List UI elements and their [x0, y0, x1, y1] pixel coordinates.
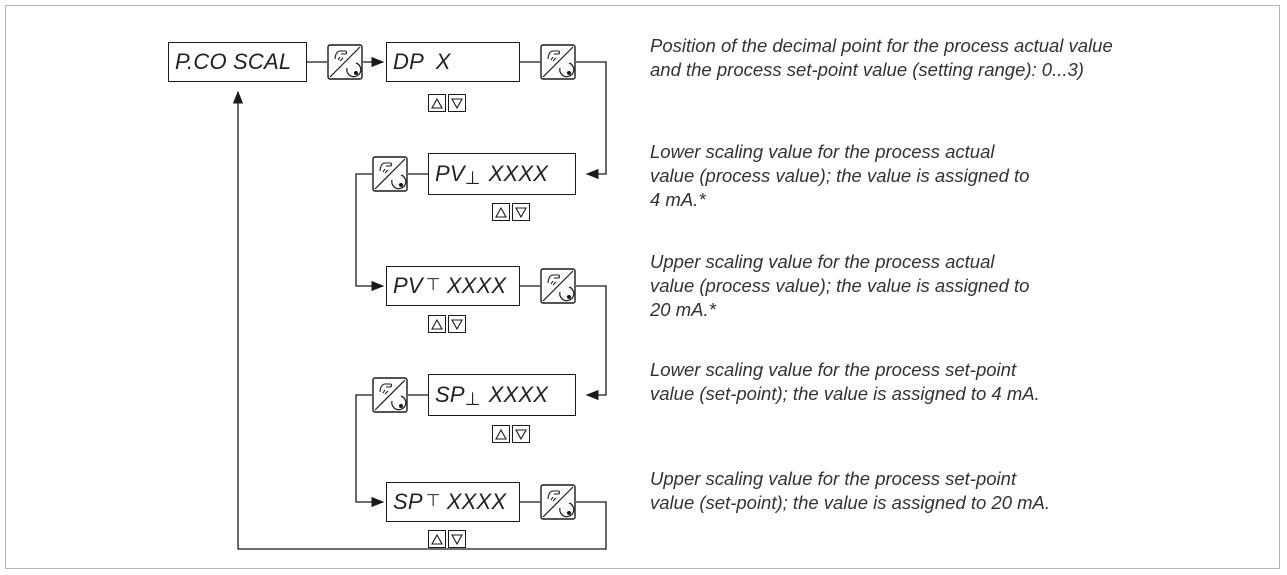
arrow-keys-dp	[428, 94, 468, 114]
description-line: and the process set-point value (setting…	[650, 59, 1084, 80]
description-line: value (process value); the value is assi…	[650, 275, 1030, 296]
high-symbol: ⊤	[425, 491, 441, 510]
description-sp-high: Upper scaling value for the process set-…	[650, 467, 1270, 515]
description-line: 4 mA.*	[650, 189, 706, 210]
description-line: value (process value); the value is assi…	[650, 165, 1030, 186]
up-triangle-icon[interactable]	[428, 530, 446, 548]
hand-press-icon[interactable]	[372, 156, 408, 192]
description-dp: Position of the decimal point for the pr…	[650, 34, 1270, 82]
description-sp-low: Lower scaling value for the process set-…	[650, 358, 1270, 406]
description-pv-low: Lower scaling value for the process actu…	[650, 140, 1270, 212]
pv-low-prefix: PV	[435, 161, 465, 186]
arrow-keys-sp-high	[428, 530, 468, 550]
sp-low-prefix: SP	[435, 382, 465, 407]
up-triangle-icon[interactable]	[428, 94, 446, 112]
dp-label: DP X	[393, 49, 451, 74]
hand-press-icon[interactable]	[540, 44, 576, 80]
description-line: Lower scaling value for the process actu…	[650, 141, 995, 162]
low-symbol: ⊥	[464, 167, 481, 188]
pv-high-prefix: PV	[393, 273, 423, 298]
description-line: Upper scaling value for the process set-…	[650, 468, 1017, 489]
description-line: value (set-point); the value is assigned…	[650, 383, 1040, 404]
pv-high-value: XXXX	[446, 273, 507, 298]
arrow-keys-pv-high	[428, 315, 468, 335]
up-triangle-icon[interactable]	[428, 315, 446, 333]
dp-display-box: DP X	[386, 42, 520, 82]
hand-press-icon[interactable]	[372, 377, 408, 413]
arrow-keys-sp-low	[492, 425, 532, 445]
description-pv-high: Upper scaling value for the process actu…	[650, 250, 1270, 322]
root-menu-label: P.CO SCAL	[175, 49, 292, 74]
up-triangle-icon[interactable]	[492, 425, 510, 443]
sp-low-display-box: SP⊥ XXXX	[428, 374, 576, 416]
down-triangle-icon[interactable]	[448, 94, 466, 112]
description-line: 20 mA.*	[650, 299, 716, 320]
hand-press-icon[interactable]	[327, 44, 363, 80]
root-menu-box: P.CO SCAL	[168, 42, 307, 82]
sp-low-value: XXXX	[488, 382, 549, 407]
sp-high-prefix: SP	[393, 489, 423, 514]
pv-low-display-box: PV⊥ XXXX	[428, 153, 576, 195]
low-symbol: ⊥	[464, 388, 481, 409]
description-line: Lower scaling value for the process set-…	[650, 359, 1017, 380]
description-line: Upper scaling value for the process actu…	[650, 251, 995, 272]
down-triangle-icon[interactable]	[448, 315, 466, 333]
down-triangle-icon[interactable]	[512, 203, 530, 221]
description-line: Position of the decimal point for the pr…	[650, 35, 1113, 56]
hand-press-icon[interactable]	[540, 268, 576, 304]
hand-press-icon[interactable]	[540, 484, 576, 520]
up-triangle-icon[interactable]	[492, 203, 510, 221]
down-triangle-icon[interactable]	[448, 530, 466, 548]
arrow-keys-pv-low	[492, 203, 532, 223]
description-line: value (set-point); the value is assigned…	[650, 492, 1051, 513]
diagram-frame	[5, 5, 1280, 569]
pv-high-display-box: PV⊤ XXXX	[386, 266, 520, 306]
down-triangle-icon[interactable]	[512, 425, 530, 443]
sp-high-display-box: SP⊤ XXXX	[386, 482, 520, 522]
pv-low-value: XXXX	[488, 161, 549, 186]
sp-high-value: XXXX	[446, 489, 507, 514]
high-symbol: ⊤	[425, 275, 441, 294]
